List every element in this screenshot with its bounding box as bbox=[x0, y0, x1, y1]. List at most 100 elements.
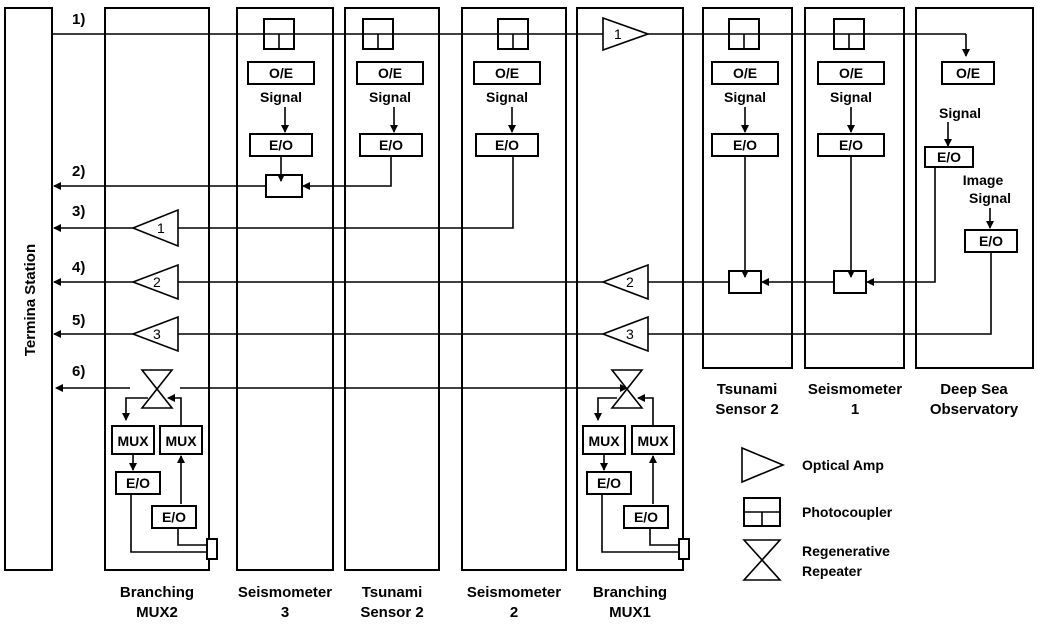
optical-amp-icon bbox=[602, 16, 651, 52]
legend-optical-amp-icon bbox=[741, 446, 786, 484]
optical-amp-icon bbox=[600, 263, 649, 301]
mux-label: MUX bbox=[117, 433, 149, 449]
signal-label: Signal bbox=[486, 89, 528, 105]
amp-number: 3 bbox=[153, 326, 161, 342]
legend-photocoupler-label: Photocoupler bbox=[802, 504, 893, 520]
line-label-4: 4) bbox=[72, 259, 85, 276]
oe-box bbox=[711, 61, 779, 85]
oe-box bbox=[247, 61, 315, 85]
seismometer3-frame bbox=[236, 7, 334, 571]
optical-amp-icon bbox=[600, 315, 649, 353]
terminal-station-label: Termina Station bbox=[22, 244, 39, 356]
caption-branching-mux2: MUX2 bbox=[136, 604, 178, 621]
legend-regenerative-repeater-icon bbox=[742, 539, 782, 581]
caption-tsunami-sensor2-right: Sensor 2 bbox=[715, 401, 778, 418]
legend-regenerative-repeater-label: Regenerative bbox=[802, 543, 890, 559]
eo-label: E/O bbox=[162, 509, 186, 525]
line-3-feed bbox=[178, 156, 514, 229]
photocoupler-icon bbox=[728, 18, 760, 50]
oe-box bbox=[941, 61, 995, 85]
signal-label: Signal bbox=[724, 89, 766, 105]
arrow bbox=[302, 156, 392, 190]
eo-label: E/O bbox=[597, 475, 621, 491]
tsunami-sensor2-left-frame bbox=[344, 7, 440, 571]
optical-amp-icon bbox=[130, 263, 179, 301]
signal-label: Signal bbox=[939, 105, 981, 121]
caption-seismometer2: Seismometer bbox=[467, 584, 561, 601]
legend-photocoupler-icon bbox=[743, 497, 781, 527]
oe-label: O/E bbox=[956, 65, 980, 81]
line-label-2: 2) bbox=[72, 163, 85, 180]
amp-number: 1 bbox=[157, 220, 165, 236]
eo-label: E/O bbox=[937, 149, 961, 165]
oe-label: O/E bbox=[378, 65, 402, 81]
signal-label: Signal bbox=[260, 89, 302, 105]
photocoupler-icon bbox=[265, 174, 303, 198]
mux-box bbox=[111, 425, 155, 455]
photocoupler-icon bbox=[263, 18, 295, 50]
eo-box bbox=[151, 505, 197, 529]
eo-box bbox=[115, 471, 161, 495]
eo-label: E/O bbox=[634, 509, 658, 525]
legend-optical-amp-label: Optical Amp bbox=[802, 457, 884, 473]
caption-tsunami-sensor2: Sensor 2 bbox=[360, 604, 423, 621]
oe-label: O/E bbox=[839, 65, 863, 81]
arrow bbox=[122, 397, 148, 421]
oe-box bbox=[473, 61, 541, 85]
caption-seismometer3: Seismometer bbox=[238, 584, 332, 601]
connector-icon bbox=[678, 538, 690, 560]
mux-label: MUX bbox=[637, 433, 669, 449]
line-label-6: 6) bbox=[72, 363, 85, 380]
line-label-5: 5) bbox=[72, 312, 85, 329]
loop-wire bbox=[601, 494, 684, 553]
loop-wire bbox=[649, 528, 684, 546]
caption-branching-mux1: Branching bbox=[593, 584, 667, 601]
eo-label: E/O bbox=[495, 137, 519, 153]
eo-label: E/O bbox=[379, 137, 403, 153]
loop-wire bbox=[130, 494, 212, 553]
terminal-station-frame bbox=[4, 7, 53, 571]
caption-seismometer2: 2 bbox=[510, 604, 518, 621]
image-signal-label: Signal bbox=[969, 190, 1011, 206]
loop-wire bbox=[177, 528, 212, 546]
optical-amp-icon bbox=[130, 315, 179, 353]
caption-tsunami-sensor2: Tsunami bbox=[362, 584, 423, 601]
line-5-feed bbox=[648, 252, 992, 335]
caption-seismometer1: Seismometer bbox=[808, 381, 902, 398]
eo-label: E/O bbox=[839, 137, 863, 153]
oe-label: O/E bbox=[269, 65, 293, 81]
seismometer2-frame bbox=[461, 7, 567, 571]
photocoupler-icon bbox=[362, 18, 394, 50]
eo-box bbox=[924, 146, 974, 168]
eo-box bbox=[623, 505, 669, 529]
arrow bbox=[167, 394, 182, 426]
eo-label: E/O bbox=[979, 233, 1003, 249]
amp-number: 1 bbox=[614, 26, 622, 42]
eo-label: E/O bbox=[126, 475, 150, 491]
optical-amp-icon bbox=[130, 208, 179, 248]
photocoupler-icon bbox=[833, 270, 867, 294]
arrow bbox=[866, 167, 936, 286]
caption-deep-sea-observatory: Observatory bbox=[930, 401, 1019, 418]
connector-icon bbox=[206, 538, 218, 560]
caption-branching-mux1: MUX1 bbox=[609, 604, 651, 621]
caption-branching-mux2: Branching bbox=[120, 584, 194, 601]
mux-box bbox=[631, 425, 675, 455]
amp-number: 2 bbox=[153, 274, 161, 290]
signal-label: Signal bbox=[369, 89, 411, 105]
oe-label: O/E bbox=[495, 65, 519, 81]
oe-box bbox=[356, 61, 424, 85]
line-label-3: 3) bbox=[72, 203, 85, 220]
mux-label: MUX bbox=[165, 433, 197, 449]
image-signal-label: Image bbox=[963, 172, 1004, 188]
regenerative-repeater-icon bbox=[140, 369, 174, 409]
arrow bbox=[637, 394, 654, 426]
mux-label: MUX bbox=[588, 433, 620, 449]
eo-box bbox=[586, 471, 632, 495]
oe-box bbox=[817, 61, 885, 85]
amp-number: 2 bbox=[626, 274, 634, 290]
oe-label: O/E bbox=[733, 65, 757, 81]
eo-box bbox=[475, 133, 539, 157]
mux-box bbox=[159, 425, 203, 455]
